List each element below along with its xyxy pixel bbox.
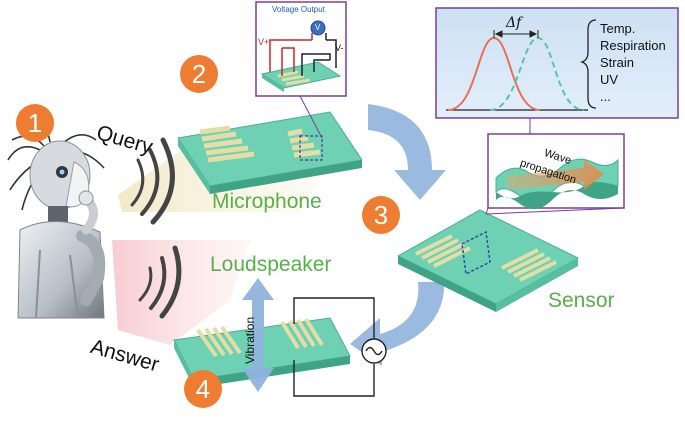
flow-arrow-to-sensor xyxy=(368,104,446,200)
vibration-arrow-icon xyxy=(242,278,274,392)
voltage-output-title: Voltage Output xyxy=(272,5,325,14)
vibration-label: Vibration xyxy=(243,316,257,364)
loudspeaker-right-electrode xyxy=(280,317,324,350)
parameter-item: UV xyxy=(600,72,619,87)
wave-propagation-inset xyxy=(485,133,625,215)
query-sound-waves-icon xyxy=(130,137,175,225)
v-plus-label: V+ xyxy=(258,37,270,47)
answer-sound-waves-icon xyxy=(138,245,182,319)
sensor-probe-box xyxy=(461,230,491,276)
sensor-left-electrode xyxy=(415,234,471,268)
step-2-badge: 2 xyxy=(180,55,218,93)
inset-connector-line xyxy=(299,95,323,139)
microphone-left-electrode xyxy=(199,125,255,163)
step-3-badge: 3 xyxy=(362,196,400,234)
humanoid-robot-image xyxy=(7,119,106,319)
sensor-device xyxy=(396,209,580,312)
inset-connector-line xyxy=(485,207,489,215)
voltage-output-inset xyxy=(255,1,347,139)
delta-f-arrow-icon xyxy=(494,30,538,38)
v-minus-label: V- xyxy=(335,43,344,53)
answer-sound-beam xyxy=(112,240,250,345)
sensing-parameter-list: Temp. Respiration Strain UV ... xyxy=(600,20,666,105)
ac-source-circuit xyxy=(293,297,375,397)
sensor-right-electrode xyxy=(501,248,557,282)
microphone-label: Microphone xyxy=(212,190,322,213)
parameter-item: ... xyxy=(600,89,611,104)
step-4-badge: 4 xyxy=(184,370,222,408)
microphone-right-electrode xyxy=(287,128,321,158)
list-brace-icon xyxy=(579,19,597,109)
sensor-label: Sensor xyxy=(548,289,615,312)
loudspeaker-label: Loudspeaker xyxy=(210,253,332,276)
loudspeaker-left-electrode xyxy=(196,325,242,358)
frequency-shift-inset xyxy=(435,7,679,134)
microphone-probe-box xyxy=(299,135,323,161)
parameter-item: Strain xyxy=(600,55,634,70)
step-1-badge: 1 xyxy=(16,104,54,142)
microphone-device xyxy=(177,111,363,194)
delta-f-label: Δ𝑓 xyxy=(506,15,522,31)
parameter-item: Respiration xyxy=(600,38,666,53)
voltmeter-icon: V xyxy=(315,23,321,32)
parameter-item: Temp. xyxy=(600,21,636,36)
